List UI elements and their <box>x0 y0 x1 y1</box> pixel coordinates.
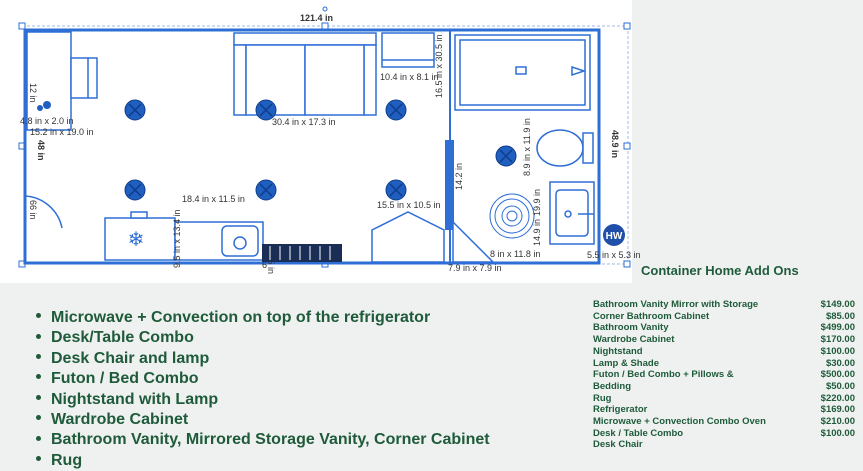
price-row: Rug$220.00 <box>593 392 855 404</box>
price-row: Refrigerator$169.00 <box>593 404 855 416</box>
price-row: Microwave + Convection Combo Oven$210.00 <box>593 416 855 428</box>
overall-width-label: 121.4 in <box>300 13 333 23</box>
price-row: Bathroom Vanity Mirror with Storage$149.… <box>593 299 855 310</box>
sink-dim: 6.5 in <box>266 252 276 274</box>
sink-counter[interactable] <box>174 221 264 261</box>
rug-medallion[interactable] <box>489 193 535 239</box>
section-title: Container Home Add Ons <box>641 263 799 278</box>
baseboard-heater[interactable] <box>262 244 342 262</box>
price-row: Bedding$50.00 <box>593 380 855 392</box>
feature-item: Bathroom Vanity, Mirrored Storage Vanity… <box>36 430 490 450</box>
left-height-dim: 48 in <box>36 140 46 161</box>
container-walls[interactable] <box>23 28 601 265</box>
corner-cabinet[interactable] <box>452 220 495 263</box>
feature-item: Desk Chair and lamp <box>36 349 490 369</box>
wardrobe-dim: 15.5 in x 10.5 in <box>377 200 441 210</box>
toilet[interactable] <box>536 129 594 167</box>
futon-bed[interactable] <box>233 32 377 116</box>
svg-text:❄: ❄ <box>128 227 145 251</box>
price-row: Lamp & Shade$30.00 <box>593 357 855 369</box>
small-dim: 6 <box>262 260 267 270</box>
door-width-dim: 66 in <box>28 200 38 220</box>
features-list: Microwave + Convection on top of the ref… <box>36 308 490 471</box>
futon-dim: 30.4 in x 17.3 in <box>272 117 336 127</box>
lamp-dim: 4.8 in x 2.0 in <box>20 116 74 126</box>
feature-item: Futon / Bed Combo <box>36 369 490 389</box>
desk-dim: 12 in <box>28 83 38 103</box>
floor-plan-canvas[interactable]: 121.4 in 12 in 4.8 in x <box>0 0 641 283</box>
bed-dim-vertical: 16.5 in x 30.5 in <box>434 34 444 98</box>
price-row: Wardrobe Cabinet$170.00 <box>593 334 855 346</box>
feature-item: Desk/Table Combo <box>36 328 490 348</box>
feature-item: Microwave + Convection on top of the ref… <box>36 308 490 328</box>
shower-stall[interactable] <box>454 34 591 111</box>
water-heater[interactable]: HW <box>603 224 625 246</box>
price-row: Futon / Bed Combo + Pillows &$500.00 <box>593 369 855 381</box>
floor-plan-drawing[interactable]: 121.4 in 12 in 4.8 in x <box>0 0 641 283</box>
water-heater-label: HW <box>606 231 623 242</box>
rug-dim: 19.9 in <box>532 189 542 216</box>
fridge-dim: 9.5 in x 13.4 in <box>172 209 182 268</box>
water-heater-dim: 5.5 in x 5.3 in <box>587 250 641 260</box>
vanity-dim: 14.9 in <box>532 219 542 246</box>
right-height-dim: 48.9 in <box>610 130 620 158</box>
entry-door-swing[interactable] <box>24 195 63 229</box>
desk-table[interactable] <box>26 31 98 131</box>
feature-item: Rug <box>36 451 490 471</box>
price-row: Nightstand$100.00 <box>593 345 855 357</box>
bathroom-door[interactable] <box>445 140 454 230</box>
lamp-icon <box>37 101 51 111</box>
bathroom-vanity[interactable] <box>549 181 595 245</box>
cabinet-floor-dim: 7.9 in x 7.9 in <box>448 263 502 273</box>
price-row: Desk Chair <box>593 439 643 451</box>
counter-dim: 18.4 in x 11.5 in <box>182 194 245 204</box>
nightstand-dim: 10.4 in x 8.1 in <box>380 72 439 82</box>
wardrobe[interactable] <box>371 211 445 263</box>
price-list: Bathroom Vanity Mirror with Storage$149.… <box>593 299 855 451</box>
price-row: Desk / Table Combo$100.00 <box>593 427 855 439</box>
refrigerator[interactable]: ❄ <box>104 211 176 261</box>
chair-dim: 15.2 in x 19.0 in <box>30 127 94 137</box>
feature-item: Nightstand with Lamp <box>36 390 490 410</box>
toilet-dim: 8.9 in x 11.9 in <box>522 118 532 176</box>
price-row: Bathroom Vanity$499.00 <box>593 322 855 334</box>
door-dim: 14.2 in <box>454 163 464 190</box>
nightstand[interactable] <box>381 32 435 68</box>
price-row: Corner Bathroom Cabinet$85.00 <box>593 310 855 322</box>
feature-item: Wardrobe Cabinet <box>36 410 490 430</box>
corner-cabinet-dim: 8 in x 11.8 in <box>490 249 540 259</box>
